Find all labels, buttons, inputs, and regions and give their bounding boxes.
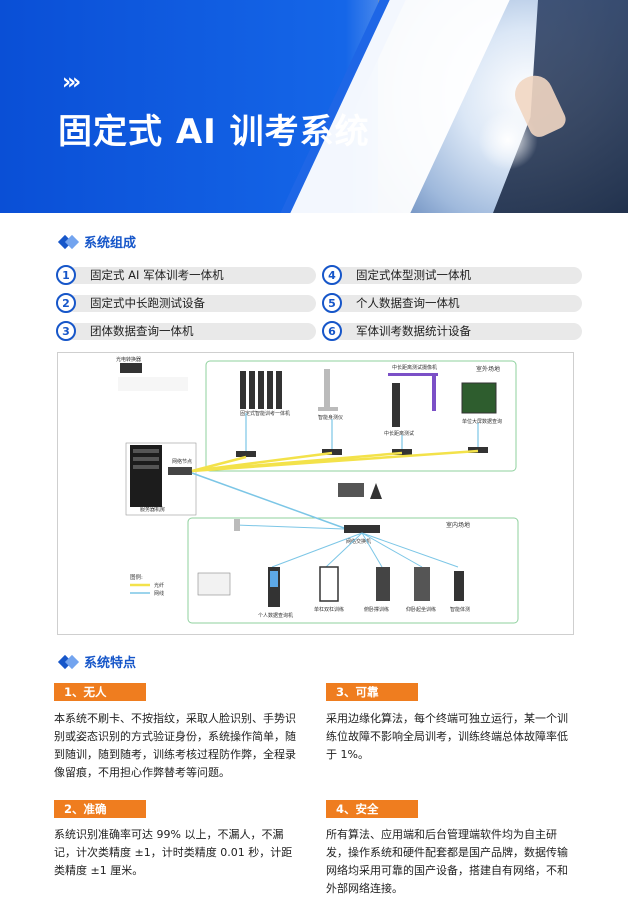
diamond-icon <box>60 236 78 248</box>
eq3-label: 仰卧起坐训练 <box>406 606 436 613</box>
legend-fiber-label: 光纤 <box>154 582 164 589</box>
section-features-title: 系统特点 <box>60 652 136 671</box>
feature-tag: 1、无人 <box>54 683 146 701</box>
fiber-lines <box>191 449 479 473</box>
gateway-label: 网络节点 <box>172 458 192 465</box>
wifi-ap <box>234 519 240 531</box>
component-label: 个人数据查询一体机 <box>356 296 460 310</box>
number-badge: 6 <box>322 321 342 341</box>
feature-tag: 2、准确 <box>54 800 146 818</box>
camera-label: 中长距离测试摄像机 <box>392 364 437 371</box>
header-banner: ››› 固定式 AI 训考系统 <box>0 0 628 213</box>
component-label: 军体训考数据统计设备 <box>356 324 471 338</box>
feature-text: 采用边缘化算法，每个终端可独立运行，某一个训练位故障不影响全局训考，训练终端总体… <box>326 712 568 761</box>
server-label: 服务器机房 <box>140 506 165 513</box>
large-screen <box>461 382 497 414</box>
cable-lines <box>271 532 459 568</box>
page-title: 固定式 AI 训考系统 <box>58 112 370 152</box>
section-composition-title: 系统组成 <box>60 232 136 251</box>
terminal-label: 固定式智能训考一体机 <box>240 410 290 417</box>
indoor-area <box>187 517 519 624</box>
number-badge: 5 <box>322 293 342 313</box>
body-scale-label: 智能身测仪 <box>318 414 343 421</box>
eq2-label: 俯卧撑训练 <box>364 606 389 613</box>
switch-device <box>392 449 412 455</box>
legend-title: 图例: <box>130 573 143 581</box>
switch-device <box>468 447 488 453</box>
component-label: 团体数据查询一体机 <box>90 324 194 338</box>
network-gateway <box>168 467 192 475</box>
body-test-station <box>454 571 464 601</box>
cable-lines <box>191 472 345 529</box>
component-item: 2 固定式中长跑测试设备 <box>56 293 316 313</box>
feature-text: 本系统不刷卡、不按指纹，采取人脸识别、手势识别或姿态识别的方式验证身份，系统操作… <box>54 712 296 779</box>
indoor-router <box>344 525 380 533</box>
terminal-pillar <box>258 371 264 409</box>
body-scale <box>324 369 330 409</box>
tablet-device <box>197 572 231 596</box>
feature-tag: 3、可靠 <box>326 683 418 701</box>
terminal-pillar <box>240 371 246 409</box>
terminal-pillar <box>276 371 282 409</box>
indoor-label: 室内场地 <box>446 521 470 529</box>
pullup-bar <box>319 566 339 602</box>
component-item: 4 固定式体型测试一体机 <box>322 265 582 285</box>
outdoor-label: 室外场地 <box>476 365 500 373</box>
converter-device <box>120 363 142 373</box>
kiosk-label: 个人数据查询机 <box>258 612 293 619</box>
feature-text: 系统识别准确率可达 99% 以上，不漏人，不漏记，计次类精度 ±1，计时类精度 … <box>54 828 293 877</box>
converter-label: 光电转换器 <box>116 356 141 363</box>
switch-device <box>236 451 256 457</box>
outdoor-area <box>205 360 517 472</box>
distance-label: 中长距离测试 <box>384 430 414 437</box>
component-item: 5 个人数据查询一体机 <box>322 293 582 313</box>
feature-text: 所有算法、应用端和后台管理端软件均为自主研发，操作系统和硬件配套都是国产品牌，数… <box>326 828 568 895</box>
network-diagram-svg: 室外场地 室内场地 光电转换器 服务器机房 网络节点 固定式智能训考一体机 智能… <box>116 356 519 624</box>
component-item: 3 团体数据查询一体机 <box>56 321 316 341</box>
distance-tester <box>392 383 400 427</box>
component-label: 固定式中长跑测试设备 <box>90 296 205 310</box>
distance-camera-arm <box>388 373 438 376</box>
field-kit <box>338 483 364 497</box>
number-badge: 3 <box>56 321 76 341</box>
component-item: 6 军体训考数据统计设备 <box>322 321 582 341</box>
situp-station <box>414 567 430 601</box>
number-badge: 1 <box>56 265 76 285</box>
switch-device <box>322 449 342 455</box>
component-label: 固定式 AI 军体训考一体机 <box>90 268 224 282</box>
screen-label: 单位大屏数据查询 <box>462 418 502 425</box>
legend-cable-label: 网线 <box>154 590 164 597</box>
diamond-icon <box>60 656 78 668</box>
number-badge: 2 <box>56 293 76 313</box>
router-label: 网络交换机 <box>346 538 371 545</box>
number-badge: 4 <box>322 265 342 285</box>
eq1-label: 单杠双杠训练 <box>314 606 344 613</box>
chevron-icon: ››› <box>62 70 81 95</box>
eq4-label: 智能体测 <box>450 606 470 613</box>
cable-lines <box>245 413 479 451</box>
terminal-pillar <box>267 371 273 409</box>
feature-tag: 4、安全 <box>326 800 418 818</box>
system-diagram: 室外场地 室内场地 光电转换器 服务器机房 网络节点 固定式智能训考一体机 智能… <box>57 352 574 635</box>
terminal-pillar <box>249 371 255 409</box>
component-label: 固定式体型测试一体机 <box>356 268 471 282</box>
converter-note <box>118 377 188 391</box>
component-item: 1 固定式 AI 军体训考一体机 <box>56 265 316 285</box>
server-rack <box>130 445 162 507</box>
pushup-station <box>376 567 390 601</box>
